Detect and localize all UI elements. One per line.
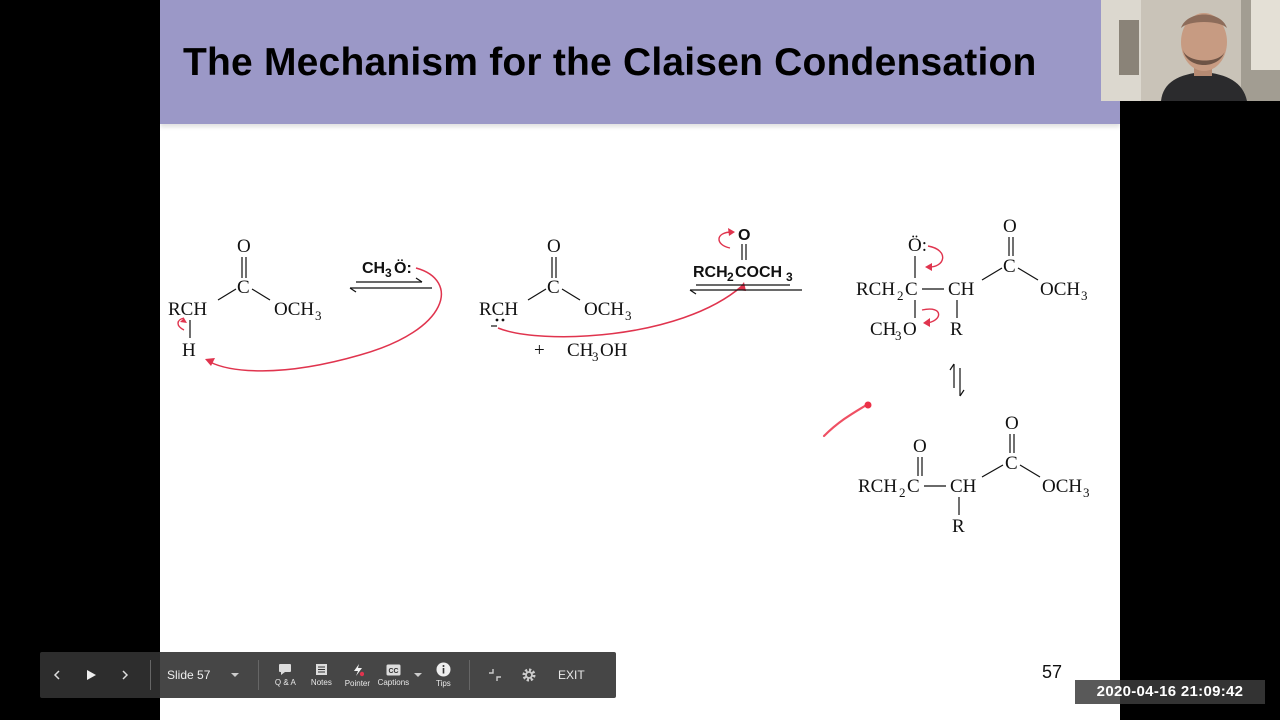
product-c: C xyxy=(907,476,920,497)
enolate: O C RCH OCH 3 + CH 3 OH xyxy=(479,236,632,364)
intermediate-r: R xyxy=(950,319,963,340)
byproduct-plus: + xyxy=(534,340,545,361)
slide-selector[interactable]: Slide 57 xyxy=(159,652,250,698)
methanol-sub: 3 xyxy=(592,349,599,364)
intermediate-c: C xyxy=(905,279,918,300)
title-bar: The Mechanism for the Claisen Condensati… xyxy=(160,0,1120,124)
previous-slide-button[interactable] xyxy=(40,652,74,698)
qa-label: Q & A xyxy=(274,678,296,687)
methoxide-ch: CH xyxy=(362,260,385,277)
intermediate-rch: RCH xyxy=(856,279,895,300)
product-ketone-o: O xyxy=(913,436,927,457)
equilibrium-arrow xyxy=(949,363,965,397)
enolate-carbonyl-c: C xyxy=(547,277,560,298)
slide-title: The Mechanism for the Claisen Condensati… xyxy=(183,41,1037,84)
product-och-sub: 3 xyxy=(1083,485,1090,500)
intermediate-alkoxide-o: Ö: xyxy=(908,235,927,256)
intermediate-methoxy-o: O xyxy=(903,319,917,340)
enolate-rch: RCH xyxy=(479,299,518,320)
exit-button[interactable]: EXIT xyxy=(558,668,585,682)
enolate-carbonyl-o: O xyxy=(547,236,561,257)
ester-1-alpha-h: H xyxy=(182,340,196,361)
toolbar-divider xyxy=(150,660,151,690)
notes-label: Notes xyxy=(310,678,332,687)
intermediate-rch-sub: 2 xyxy=(897,288,904,303)
chevron-right-icon xyxy=(122,670,129,680)
ester-1: O C RCH OCH 3 H xyxy=(168,236,322,361)
chevron-left-icon xyxy=(53,670,60,680)
pointer-button[interactable]: Pointer xyxy=(339,652,375,698)
captions-options-button[interactable] xyxy=(411,652,425,698)
caret-down-icon xyxy=(231,673,240,677)
webcam-feed xyxy=(1101,0,1280,101)
intermediate-methoxy-ch: CH xyxy=(870,319,897,340)
product-ch: CH xyxy=(950,476,977,497)
info-icon xyxy=(436,662,451,677)
product-rch: RCH xyxy=(858,476,897,497)
toolbar-divider xyxy=(469,660,471,690)
mechanism-diagram: O C RCH OCH 3 H CH 3 Ö: xyxy=(168,216,1090,537)
methoxide-sub: 3 xyxy=(385,266,392,280)
exit-fullscreen-button[interactable] xyxy=(478,652,512,698)
methanol-ch: CH xyxy=(567,340,594,361)
intermediate-carbonyl-c: C xyxy=(1003,256,1016,277)
ester-reagent-o: O xyxy=(738,227,750,244)
methoxide-o: Ö: xyxy=(394,258,412,277)
methanol-oh: OH xyxy=(600,340,628,361)
play-icon xyxy=(87,670,96,680)
exit-fullscreen-icon xyxy=(489,669,502,681)
intermediate-och: OCH xyxy=(1040,279,1080,300)
ester-1-carbonyl-o: O xyxy=(237,236,251,257)
laser-pointer-icon xyxy=(353,663,364,676)
intermediate-methoxy-sub: 3 xyxy=(895,328,902,343)
slide: The Mechanism for the Claisen Condensati… xyxy=(160,0,1120,720)
chat-bubble-icon xyxy=(279,664,292,675)
methoxide-reagent: CH 3 Ö: xyxy=(349,258,432,293)
tetrahedral-intermediate: Ö: O C RCH 2 C CH OCH 3 CH 3 O R xyxy=(856,216,1088,343)
slide-number: 57 xyxy=(1042,662,1063,682)
product-ester-o: O xyxy=(1005,413,1019,434)
ester-reagent-sub1: 2 xyxy=(727,270,734,284)
settings-button[interactable] xyxy=(512,652,546,698)
caret-down-icon xyxy=(414,672,423,677)
intermediate-och-sub: 3 xyxy=(1081,288,1088,303)
play-button[interactable] xyxy=(74,652,108,698)
svg-text:CC: CC xyxy=(388,668,398,675)
ester-reagent-coch: COCH xyxy=(735,264,782,281)
intermediate-ch: CH xyxy=(948,279,975,300)
ester-reagent: O RCH 2 COCH 3 xyxy=(689,227,802,295)
intermediate-carbonyl-o: O xyxy=(1003,216,1017,237)
tips-button[interactable]: Tips xyxy=(425,652,461,698)
gear-icon xyxy=(522,668,536,682)
ester-1-rch: RCH xyxy=(168,299,207,320)
beta-keto-ester: O O C RCH 2 C CH OCH 3 R xyxy=(858,413,1090,537)
presentation-toolbar: Slide 57 Q & A Notes Pointer CC Captions… xyxy=(40,652,616,698)
closed-captions-icon: CC xyxy=(386,664,401,675)
tips-label: Tips xyxy=(435,679,451,688)
captions-button[interactable]: CC Captions xyxy=(375,652,411,698)
product-och: OCH xyxy=(1042,476,1082,497)
product-r: R xyxy=(952,516,965,537)
ester-1-carbonyl-c: C xyxy=(237,277,250,298)
toolbar-divider xyxy=(258,660,260,690)
notes-icon xyxy=(315,664,327,675)
ester-1-och: OCH xyxy=(274,299,314,320)
product-rch-sub: 2 xyxy=(899,485,906,500)
product-ester-c: C xyxy=(1005,453,1018,474)
ester-1-och-sub: 3 xyxy=(315,308,322,323)
enolate-och-sub: 3 xyxy=(625,308,632,323)
next-slide-button[interactable] xyxy=(108,652,142,698)
ester-reagent-rch: RCH xyxy=(693,264,728,281)
ester-reagent-sub2: 3 xyxy=(786,270,793,284)
captions-label: Captions xyxy=(377,677,410,687)
slide-selector-label: Slide 57 xyxy=(167,668,211,682)
recording-timestamp: 2020-04-16 21:09:42 xyxy=(1075,680,1265,704)
enolate-och: OCH xyxy=(584,299,624,320)
pointer-label: Pointer xyxy=(344,678,371,688)
notes-button[interactable]: Notes xyxy=(303,652,339,698)
qa-button[interactable]: Q & A xyxy=(267,652,303,698)
